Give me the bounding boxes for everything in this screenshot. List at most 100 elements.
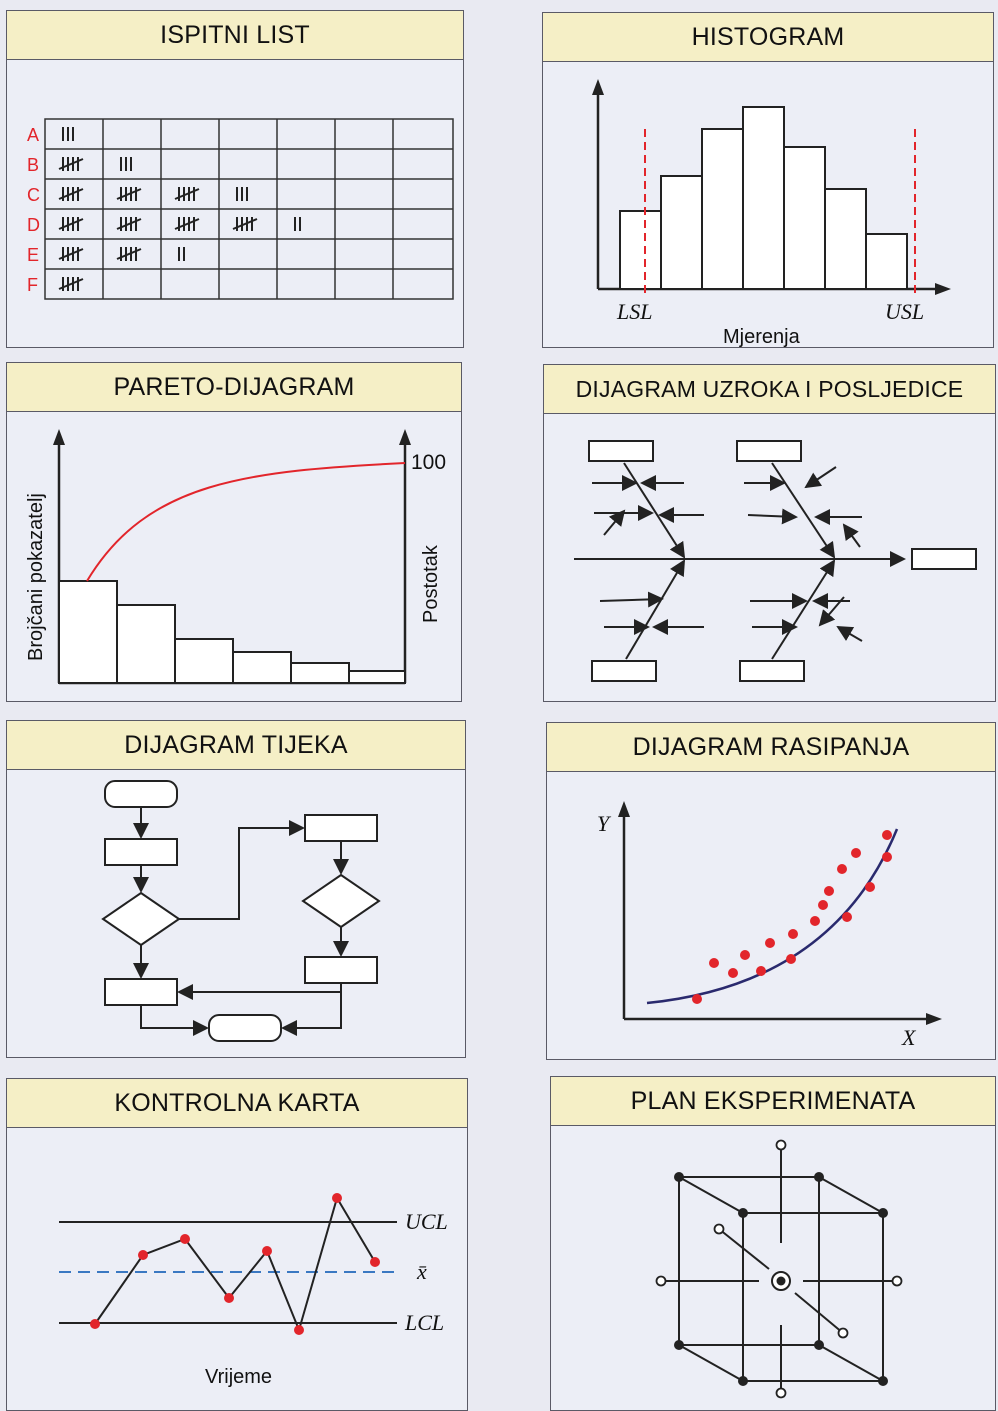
histogram-figure: LSL USL Mjerenja	[592, 79, 951, 347]
row-labels: A B C D E F	[27, 125, 40, 295]
cube-edges	[661, 1145, 897, 1393]
axial-point	[655, 1275, 667, 1287]
tally-group	[116, 247, 142, 261]
control-chart-title: KONTROLNA KARTA	[7, 1079, 467, 1128]
histogram-bar	[660, 175, 703, 290]
pareto-max-label: 100	[411, 451, 446, 474]
scatter-point	[824, 886, 834, 896]
histogram-bar	[824, 188, 867, 290]
flow-title: DIJAGRAM TIJEKA	[7, 721, 465, 770]
histogram-bar	[783, 146, 826, 290]
control-chart-line	[94, 1195, 376, 1334]
tally-group	[58, 277, 84, 291]
corner-point	[878, 1376, 888, 1386]
doe-panel: PLAN EKSPERIMENATA	[550, 1076, 996, 1411]
histogram-bar	[865, 233, 908, 290]
mean-label: x̄	[416, 1259, 427, 1284]
axial-point	[775, 1139, 787, 1151]
sample-point	[180, 1234, 190, 1244]
scatter-point	[810, 916, 820, 926]
pareto-figure: 100 Brojčani pokazatelj Postotak	[25, 429, 446, 685]
tally-marks	[58, 127, 301, 291]
cumulative-curve	[86, 462, 406, 582]
scatter-point	[786, 954, 796, 964]
corner-runs	[674, 1172, 888, 1386]
pareto-panel: PARETO-DIJAGRAM 100 Brojčani pokazatelj …	[6, 362, 462, 702]
tally-group	[116, 187, 142, 201]
right-axis-arrow	[399, 429, 411, 445]
sample-point	[332, 1193, 342, 1203]
row-label-e: E	[27, 245, 39, 265]
bone-lower-left	[625, 559, 686, 660]
tally-group	[120, 157, 132, 171]
scatter-panel: DIJAGRAM RASIPANJA Y X	[546, 722, 996, 1060]
pareto-bar	[58, 580, 118, 684]
row-label-f: F	[27, 275, 38, 295]
cause-effect-title: DIJAGRAM UZROKA I POSLJEDICE	[544, 365, 995, 414]
tally-group	[236, 187, 248, 201]
tally-group	[58, 247, 84, 261]
sample-point	[90, 1319, 100, 1329]
fishbone-figure	[574, 440, 977, 682]
tally-group	[58, 157, 84, 171]
doe-figure	[655, 1139, 903, 1399]
scatter-ylabel: Y	[597, 811, 612, 836]
pareto-bar	[290, 662, 350, 684]
sample-point	[370, 1257, 380, 1267]
scatter-point	[765, 938, 775, 948]
lsl-label: LSL	[616, 299, 652, 324]
scatter-point	[788, 929, 798, 939]
cause-effect-panel: DIJAGRAM UZROKA I POSLJEDICE	[543, 364, 996, 702]
check-sheet-grid	[44, 118, 454, 300]
check-sheet-title: ISPITNI LIST	[7, 11, 463, 60]
axial-point	[891, 1275, 903, 1287]
pareto-right-ylabel: Postotak	[420, 544, 442, 623]
corner-point	[674, 1340, 684, 1350]
control-chart-xlabel: Vrijeme	[205, 1366, 272, 1388]
lcl-label: LCL	[404, 1310, 444, 1335]
tally-group	[178, 247, 185, 261]
scatter-point	[882, 852, 892, 862]
bone-lower-right	[771, 559, 836, 660]
cause-box-top-left	[588, 440, 654, 462]
axial-point	[713, 1223, 725, 1235]
corner-point	[814, 1340, 824, 1350]
scatter-y-arrow	[618, 801, 630, 817]
histogram-bar	[701, 128, 744, 290]
axial-runs	[655, 1139, 903, 1399]
scatter-title: DIJAGRAM RASIPANJA	[547, 723, 995, 772]
tally-group	[174, 217, 200, 231]
corner-point	[814, 1172, 824, 1182]
flow-process-2	[104, 978, 178, 1006]
histogram-xlabel: Mjerenja	[723, 326, 801, 347]
pareto-bar	[232, 651, 292, 684]
flow-panel: DIJAGRAM TIJEKA	[6, 720, 466, 1058]
x-axis-arrow	[935, 283, 951, 295]
sample-point	[224, 1293, 234, 1303]
tally-group	[62, 127, 74, 141]
flow-decision-2	[301, 873, 381, 929]
sample-point	[138, 1250, 148, 1260]
flowchart-figure	[101, 780, 381, 1042]
scatter-point	[842, 912, 852, 922]
bone-upper-right	[771, 462, 836, 559]
axial-point	[775, 1387, 787, 1399]
pareto-left-ylabel: Brojčani pokazatelj	[25, 493, 47, 661]
tally-group	[294, 217, 301, 231]
effect-box	[911, 548, 977, 570]
scatter-figure: Y X	[597, 801, 942, 1050]
scatter-point	[740, 950, 750, 960]
row-label-b: B	[27, 155, 39, 175]
bone-upper-left	[623, 462, 686, 559]
scatter-point	[837, 864, 847, 874]
scatter-x-arrow	[926, 1013, 942, 1025]
flow-decision-1	[101, 891, 181, 947]
tally-group	[174, 187, 200, 201]
row-label-d: D	[27, 215, 40, 235]
flow-end-terminal	[208, 1014, 282, 1042]
control-chart-points	[90, 1193, 380, 1335]
scatter-point	[709, 958, 719, 968]
left-axis-arrow	[53, 429, 65, 445]
scatter-points	[692, 830, 892, 1004]
check-sheet-panel: ISPITNI LIST A B C D E F	[6, 10, 464, 348]
